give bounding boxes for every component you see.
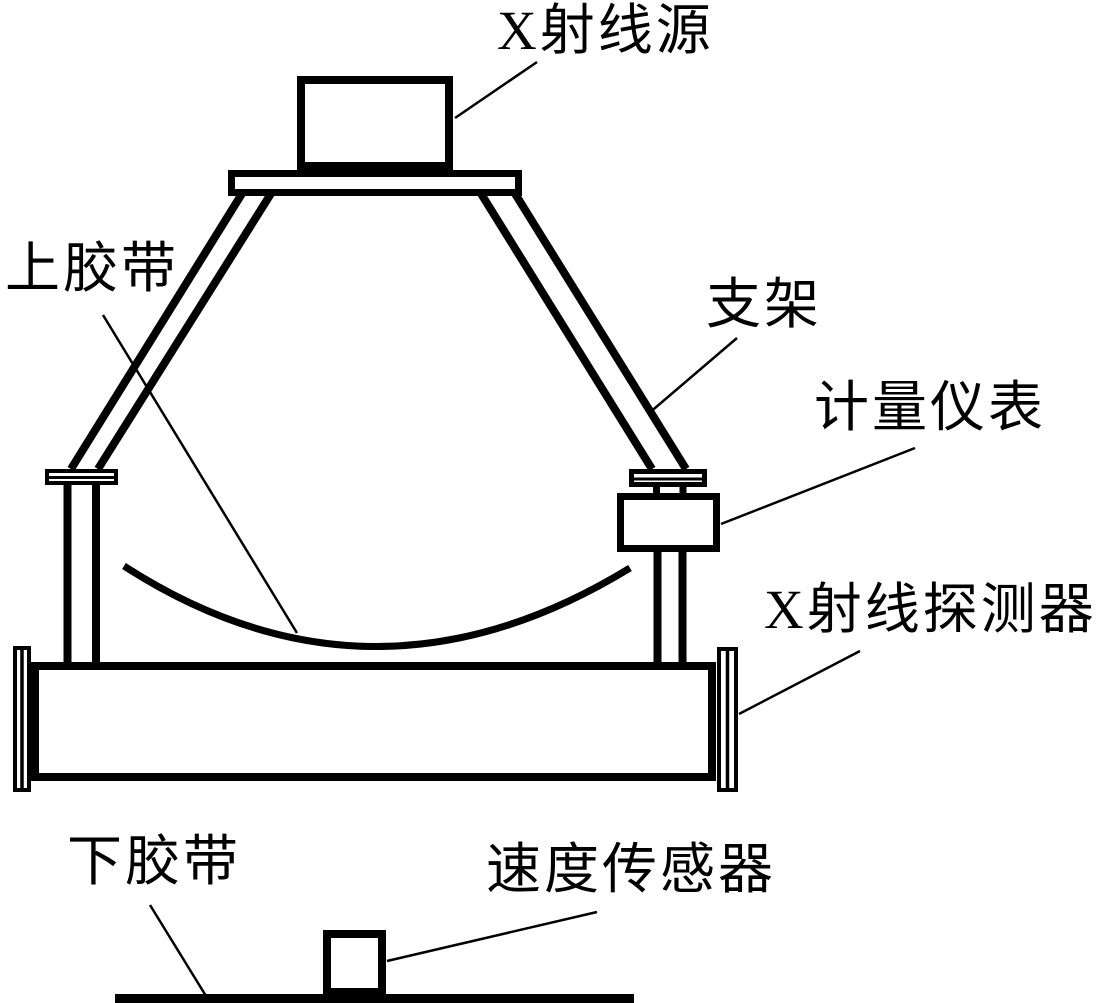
xray-detector-body [31,662,716,781]
right-clamp-bracket [629,469,707,487]
lower-belt-leader-line [148,904,208,997]
right-support-post [653,552,687,666]
support-leg-right-outer [510,189,690,472]
leader-lines [101,60,916,997]
support-leg-right-inner [476,189,656,472]
xray-source-box [297,76,453,170]
top-mounting-plate [228,170,522,196]
support-leg-left-inner [94,189,276,472]
support-frame-leader-line [647,337,738,415]
metering-instrument-leader-line [720,446,916,526]
xray-detector-leader-line [738,649,861,716]
metering-instrument-box [617,493,720,552]
speed-sensor-box [323,930,386,996]
detector-right-flange [717,647,738,792]
detector-left-flange [13,646,31,792]
xray-source-leader-line [454,60,538,120]
upper-belt-curve [122,563,632,650]
left-clamp-bracket [45,469,118,485]
left-support-post [63,485,100,666]
lower-belt-label: 下胶带 [67,831,242,892]
speed-sensor-leader-line [386,910,598,963]
support-leg-left-outer [67,189,247,472]
xray-source-label: X射线源 [497,0,714,61]
upper-belt-label: 上胶带 [5,238,180,299]
xray-detector-label: X射线探测器 [764,579,1096,640]
support-frame-label: 支架 [706,274,823,335]
metering-instrument-label: 计量仪表 [814,377,1047,438]
speed-sensor-label: 速度传感器 [486,839,777,900]
upper-belt-leader-line [101,314,299,634]
support-frame-legs [67,189,690,472]
